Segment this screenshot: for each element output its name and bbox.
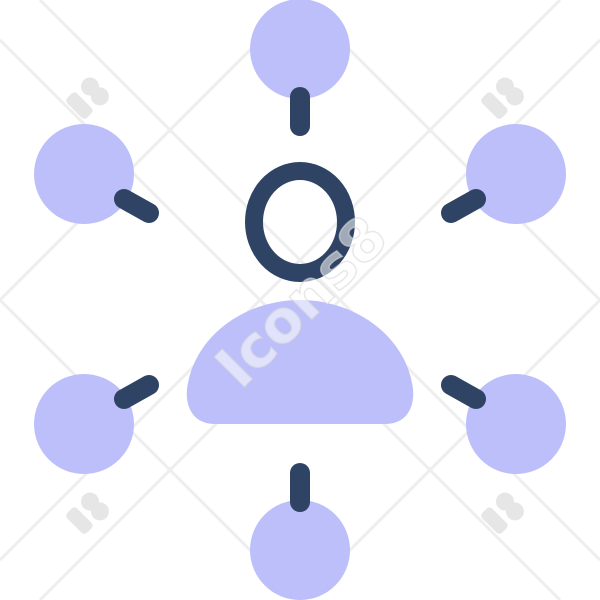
- user-figure: [186, 162, 414, 424]
- satellite-node-bottom: [250, 500, 350, 600]
- satellite-node-top: [250, 0, 350, 99]
- icons8-logo-icon: [66, 77, 524, 534]
- user-body: [186, 300, 414, 424]
- satellite-node-top-right: [466, 124, 566, 224]
- connector-bottom-right: [441, 375, 486, 409]
- satellite-nodes: [34, 0, 566, 600]
- connector-top-right: [441, 189, 486, 223]
- satellite-node-bottom-left: [34, 374, 134, 474]
- connector-bottom-left: [114, 375, 159, 409]
- connectors: [114, 87, 486, 512]
- connector-top-left: [114, 189, 159, 223]
- satellite-node-top-left: [34, 124, 134, 224]
- satellite-node-bottom-right: [466, 374, 566, 474]
- user-head: [245, 162, 355, 282]
